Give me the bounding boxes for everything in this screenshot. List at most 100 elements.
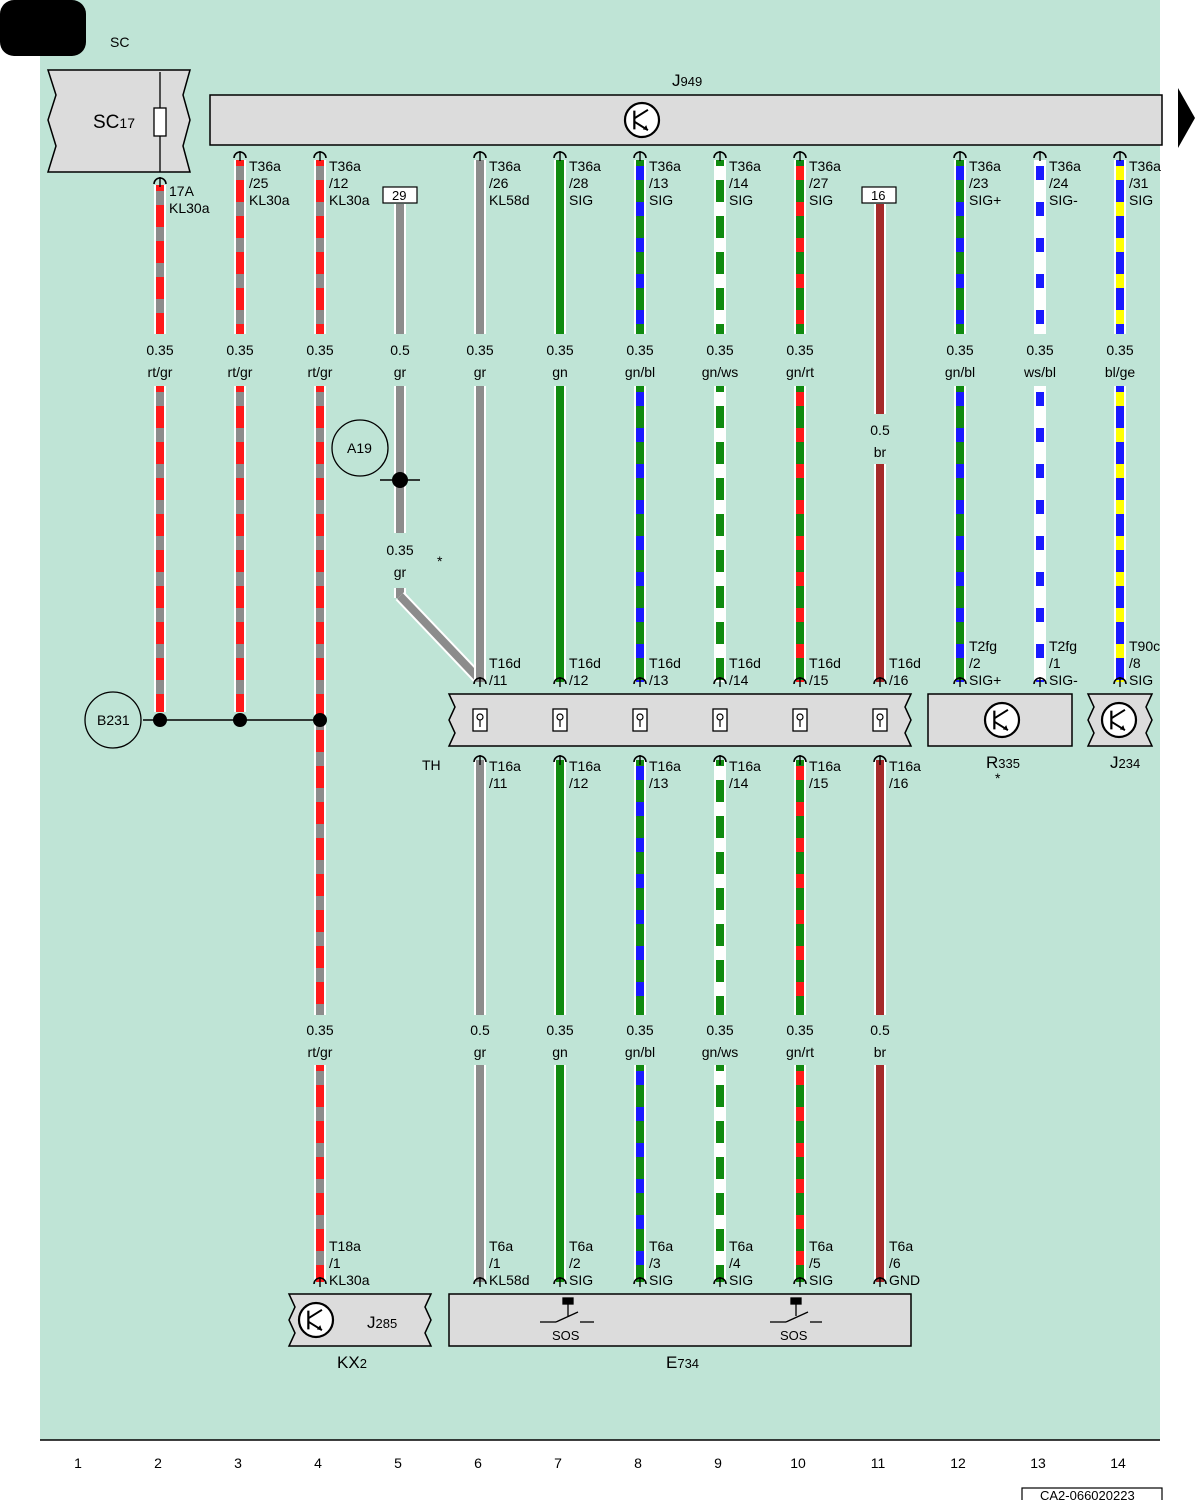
wire-col4-pin-top	[313, 151, 327, 161]
wire-col6-pin-th-top	[473, 677, 487, 687]
sc17-label: SC17	[93, 112, 135, 133]
wire-col8-th-connector-icon	[632, 708, 648, 732]
wire-col8-top-label-2: SIG	[649, 192, 673, 208]
sos-label-left: SOS	[552, 1328, 580, 1343]
wire-col8-pin-th-top	[633, 677, 647, 687]
wire-col9-top-label-0: T36a	[729, 158, 761, 174]
wire-col8-l1-size: 0.35	[626, 342, 653, 358]
wire-col2-top-label-0: 17A	[169, 183, 195, 199]
wire-col7-bottom-label-2: SIG	[569, 1272, 593, 1288]
wire-col10-bottom-label-0: T6a	[809, 1238, 833, 1254]
wire-col9-pin-top	[713, 151, 727, 161]
wire-col8-pin-top	[633, 151, 647, 161]
column-number-12: 12	[950, 1455, 966, 1471]
wire-col6-pin-th-bot	[473, 755, 487, 765]
wire-col4-pin-bottom	[313, 1277, 327, 1287]
wire-col7-top-label-1: /28	[569, 175, 589, 191]
wire-col6-pin-top	[473, 151, 487, 161]
wire-col7-l3-size: 0.35	[546, 1022, 573, 1038]
b231-ref-circle	[84, 691, 142, 749]
wire-col11-bottom-label-1: /6	[889, 1255, 901, 1271]
sc17-fuse-box	[46, 69, 191, 173]
wire-col4-bottom-label-2: KL30a	[329, 1272, 370, 1288]
wire-col10-pin-th-bot	[793, 755, 807, 765]
wire-col14-end-label-1: /8	[1129, 655, 1141, 671]
wire-col6-th-top-label-1: /11	[489, 672, 508, 688]
wire-col6-th-bot-label-0: T16a	[489, 758, 521, 774]
wire-col14-top-label-0: T36a	[1129, 158, 1161, 174]
wire-col14-pin-top	[1113, 151, 1127, 161]
wire-col10-th-top-label-0: T16d	[809, 655, 841, 671]
wire-col8-pin-bottom	[633, 1277, 647, 1287]
wire-col8-l3-color: gn/bl	[625, 1044, 655, 1060]
e734-label: E734	[666, 1353, 699, 1372]
wire-col7-th-bot-label-1: /12	[569, 775, 589, 791]
wire-col11-bottom-label-0: T6a	[889, 1238, 913, 1254]
wire-col7-pin-th-top	[553, 677, 567, 687]
ref-box-29-label: 29	[392, 188, 406, 203]
wire-col11-th-bot-label-0: T16a	[889, 758, 921, 774]
fuse-icon	[153, 72, 167, 172]
wire-col12-pin-end	[953, 677, 967, 687]
wire-col13-end-label-0: T2fg	[1049, 638, 1077, 654]
wire-col9-l1-size: 0.35	[706, 342, 733, 358]
wire-col3-top-label-0: T36a	[249, 158, 281, 174]
continue-arrow-icon[interactable]	[1178, 88, 1195, 148]
j234-label: J234	[1110, 753, 1140, 772]
wire-col6-bottom-label-0: T6a	[489, 1238, 513, 1254]
wire-col4-l1-color: rt/gr	[308, 364, 333, 380]
wire-col14-l1-color: bl/ge	[1105, 364, 1136, 380]
ref-box-16-label: 16	[871, 188, 885, 203]
wire-col10-l3-color: gn/rt	[786, 1044, 814, 1060]
wire-col6-l1-color: gr	[474, 364, 487, 380]
a19-note: *	[437, 553, 443, 569]
wire-col4-top-label-2: KL30a	[329, 192, 370, 208]
wire-col12-pin-top	[953, 151, 967, 161]
wire-col9-pin-th-bot	[713, 755, 727, 765]
wire-col7-l1-color: gn	[552, 364, 568, 380]
column-number-11: 11	[871, 1455, 886, 1471]
wire-col14-end-label-0: T90c	[1129, 638, 1160, 654]
wire-col10-l1-size: 0.35	[786, 342, 813, 358]
wire-col11-l2-color: br	[874, 444, 887, 460]
wire-col10-top-label-2: SIG	[809, 192, 833, 208]
wire-col11-th-top-label-0: T16d	[889, 655, 921, 671]
wire-col5-l2-color: gr	[394, 564, 407, 580]
wire-col9-th-top-label-1: /14	[729, 672, 749, 688]
wire-col10-bottom-label-2: SIG	[809, 1272, 833, 1288]
wire-col11-th-bot-label-1: /16	[889, 775, 909, 791]
e734-unit	[448, 1293, 912, 1347]
wire-col7-pin-th-bot	[553, 755, 567, 765]
wire-col9-th-top-label-0: T16d	[729, 655, 761, 671]
wire-col11-l3-color: br	[874, 1044, 887, 1060]
wire-labels-layer: 17AKL30a0.35rt/grT36a/25KL30a0.35rt/grT3…	[146, 158, 1161, 1288]
wire-col9-l3-color: gn/ws	[702, 1044, 739, 1060]
wire-col10-pin-th-top	[793, 677, 807, 687]
wire-col9-l3-size: 0.35	[706, 1022, 733, 1038]
j285-label: J285	[367, 1313, 397, 1332]
j949-unit	[209, 94, 1163, 146]
wire-col10-th-bot-label-1: /15	[809, 775, 829, 791]
a19-node	[392, 472, 408, 488]
wire-col10-th-bot-label-0: T16a	[809, 758, 841, 774]
th-label: TH	[422, 757, 441, 773]
wire-col11-bottom-label-2: GND	[889, 1272, 920, 1288]
wire-col13-pin-top	[1033, 151, 1047, 161]
wire-col10-l3-size: 0.35	[786, 1022, 813, 1038]
column-number-6: 6	[474, 1455, 482, 1471]
wire-col13-top-label-1: /24	[1049, 175, 1069, 191]
column-number-10: 10	[790, 1455, 806, 1471]
kx2-label: KX2	[337, 1353, 367, 1372]
wire-col11-th-top-label-1: /16	[889, 672, 909, 688]
wire-col14-top-label-1: /31	[1129, 175, 1149, 191]
wire-col2-top-label-1: KL30a	[169, 200, 210, 216]
wire-col4-l1-size: 0.35	[306, 342, 333, 358]
wire-col6-th-connector-icon	[472, 708, 488, 732]
wire-col11-pin-th-top	[873, 677, 887, 687]
wire-col12-top-label-1: /23	[969, 175, 989, 191]
wire-col9-l1-color: gn/ws	[702, 364, 739, 380]
column-number-2: 2	[154, 1455, 162, 1471]
wire-col8-th-top-label-0: T16d	[649, 655, 681, 671]
